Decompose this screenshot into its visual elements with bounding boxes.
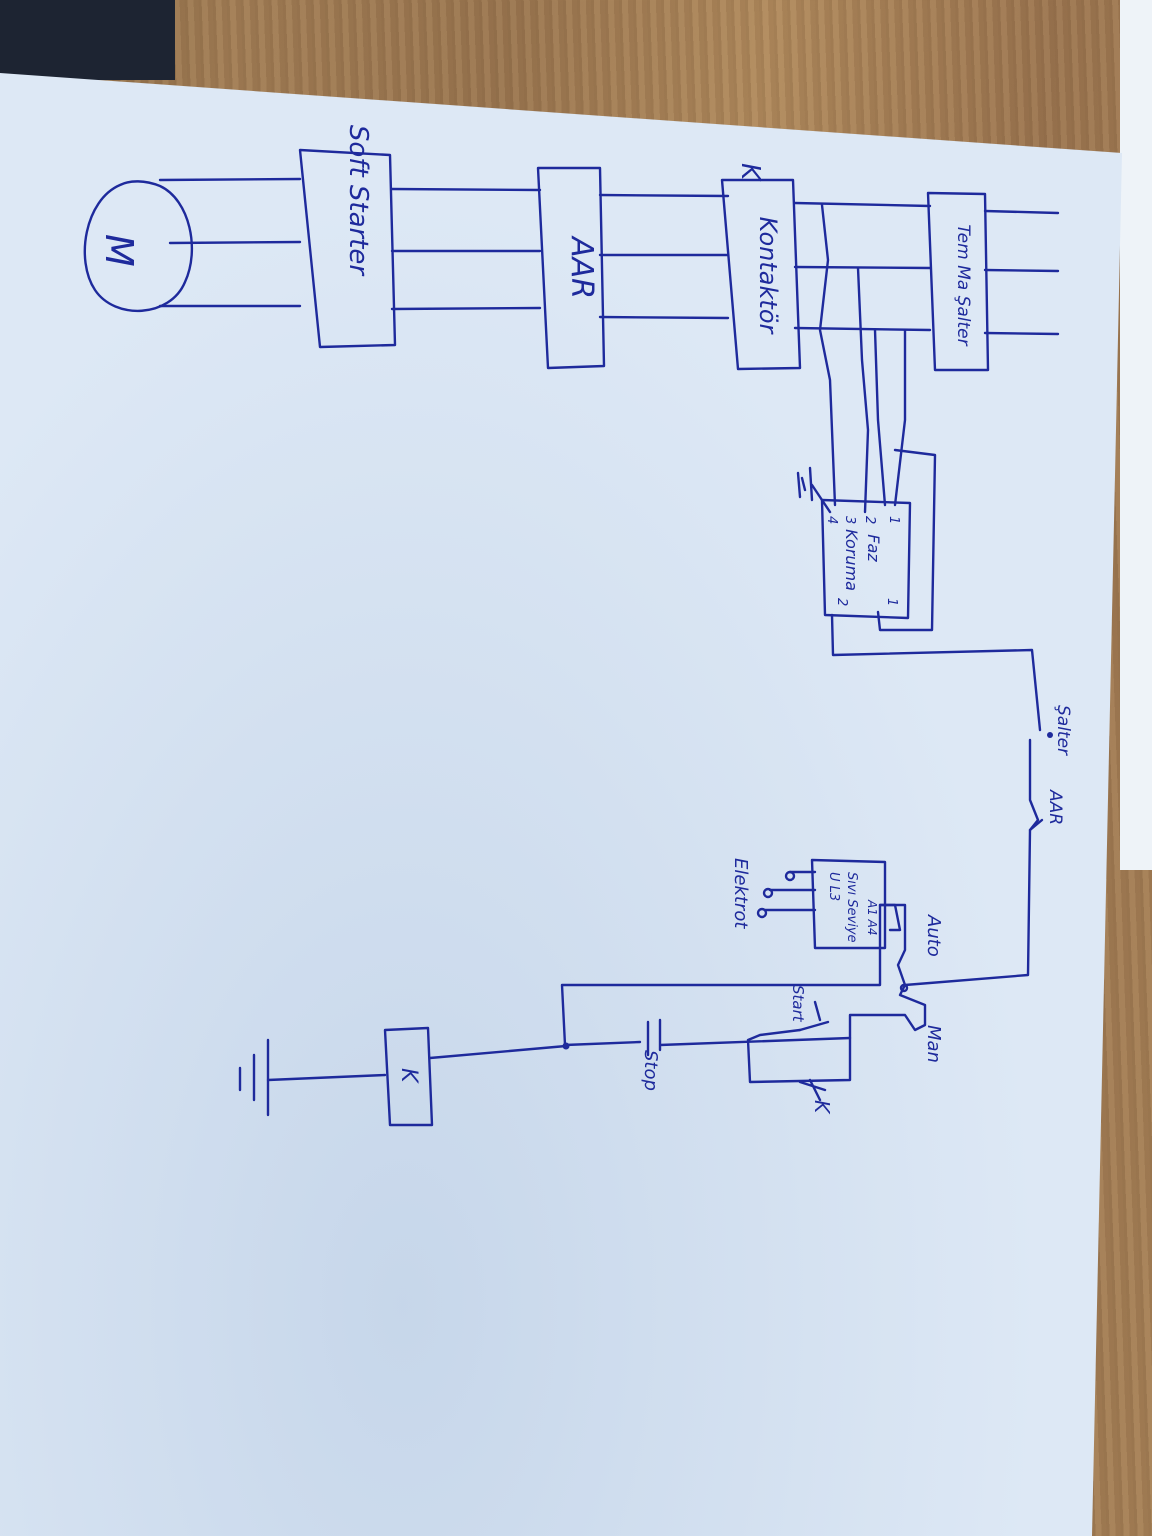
start-button: Start K bbox=[789, 985, 834, 1115]
phase-relay-pin-4: 4 bbox=[824, 516, 839, 524]
selector-switch: Auto Man bbox=[560, 903, 944, 1084]
coil-label: K bbox=[396, 1068, 421, 1084]
soft-starter-block: Soft Starter bbox=[298, 125, 397, 349]
main-switch-block: Tem Ma Şalter bbox=[926, 191, 990, 372]
level-relay-title: Sıvı Seviye bbox=[844, 872, 859, 943]
motor-label: M bbox=[97, 234, 141, 267]
phase-relay-out-1: 1 bbox=[884, 598, 899, 606]
stop-label: Stop bbox=[640, 1050, 661, 1091]
contactor-tag: K bbox=[735, 163, 765, 182]
level-relay-pins: A1 A4 bbox=[865, 899, 879, 936]
control-line: Şalter AAR bbox=[830, 613, 1073, 987]
electrode-terminal-3 bbox=[756, 907, 768, 919]
phase-relay-sub: Koruma bbox=[842, 529, 861, 591]
coil-k: K bbox=[238, 1026, 568, 1127]
aar-block: AAR bbox=[536, 166, 606, 370]
man-label: Man bbox=[923, 1025, 944, 1063]
ground-symbol-relay bbox=[796, 466, 814, 502]
aar-block-label: AAR bbox=[564, 235, 599, 299]
phase-relay-out-2: 2 bbox=[834, 598, 849, 606]
level-relay-box: Sıvı Seviye U L3 A1 A4 Elektrot bbox=[730, 858, 902, 950]
relay-feed-wires bbox=[796, 203, 937, 632]
paper-sheet-behind bbox=[1120, 0, 1152, 870]
electrode-terminal-1 bbox=[784, 870, 796, 882]
main-switch-label: Tem Ma Şalter bbox=[953, 224, 973, 346]
aar-contact-symbol bbox=[1028, 818, 1044, 832]
aar-contact-label: AAR bbox=[1045, 789, 1065, 825]
switch-label: Şalter bbox=[1053, 705, 1073, 756]
phase-relay-pin-1: 1 bbox=[886, 516, 901, 524]
phase-relay-title: Faz bbox=[864, 534, 883, 562]
dark-background-corner bbox=[0, 0, 175, 80]
level-relay-terms: U L3 bbox=[826, 872, 841, 901]
motor-symbol: M bbox=[83, 180, 193, 312]
soft-starter-label: Soft Starter bbox=[343, 125, 373, 278]
phase-relay-pin-2: 2 bbox=[862, 516, 877, 524]
auto-label: Auto bbox=[923, 914, 944, 957]
electrode-terminal-2 bbox=[762, 887, 774, 899]
phase-relay-box: Faz Koruma 1 2 3 4 1 2 bbox=[820, 498, 912, 620]
electrode-label: Elektrot bbox=[730, 858, 751, 929]
contactor-block: Kontaktör K bbox=[720, 163, 802, 371]
contactor-label: Kontaktör bbox=[754, 217, 782, 336]
ground-symbol-coil bbox=[238, 1038, 270, 1117]
k-contact-label: K bbox=[810, 1100, 834, 1115]
start-label: Start bbox=[789, 985, 807, 1023]
phase-lines bbox=[158, 177, 1060, 336]
phase-relay-pin-3: 3 bbox=[842, 516, 857, 524]
